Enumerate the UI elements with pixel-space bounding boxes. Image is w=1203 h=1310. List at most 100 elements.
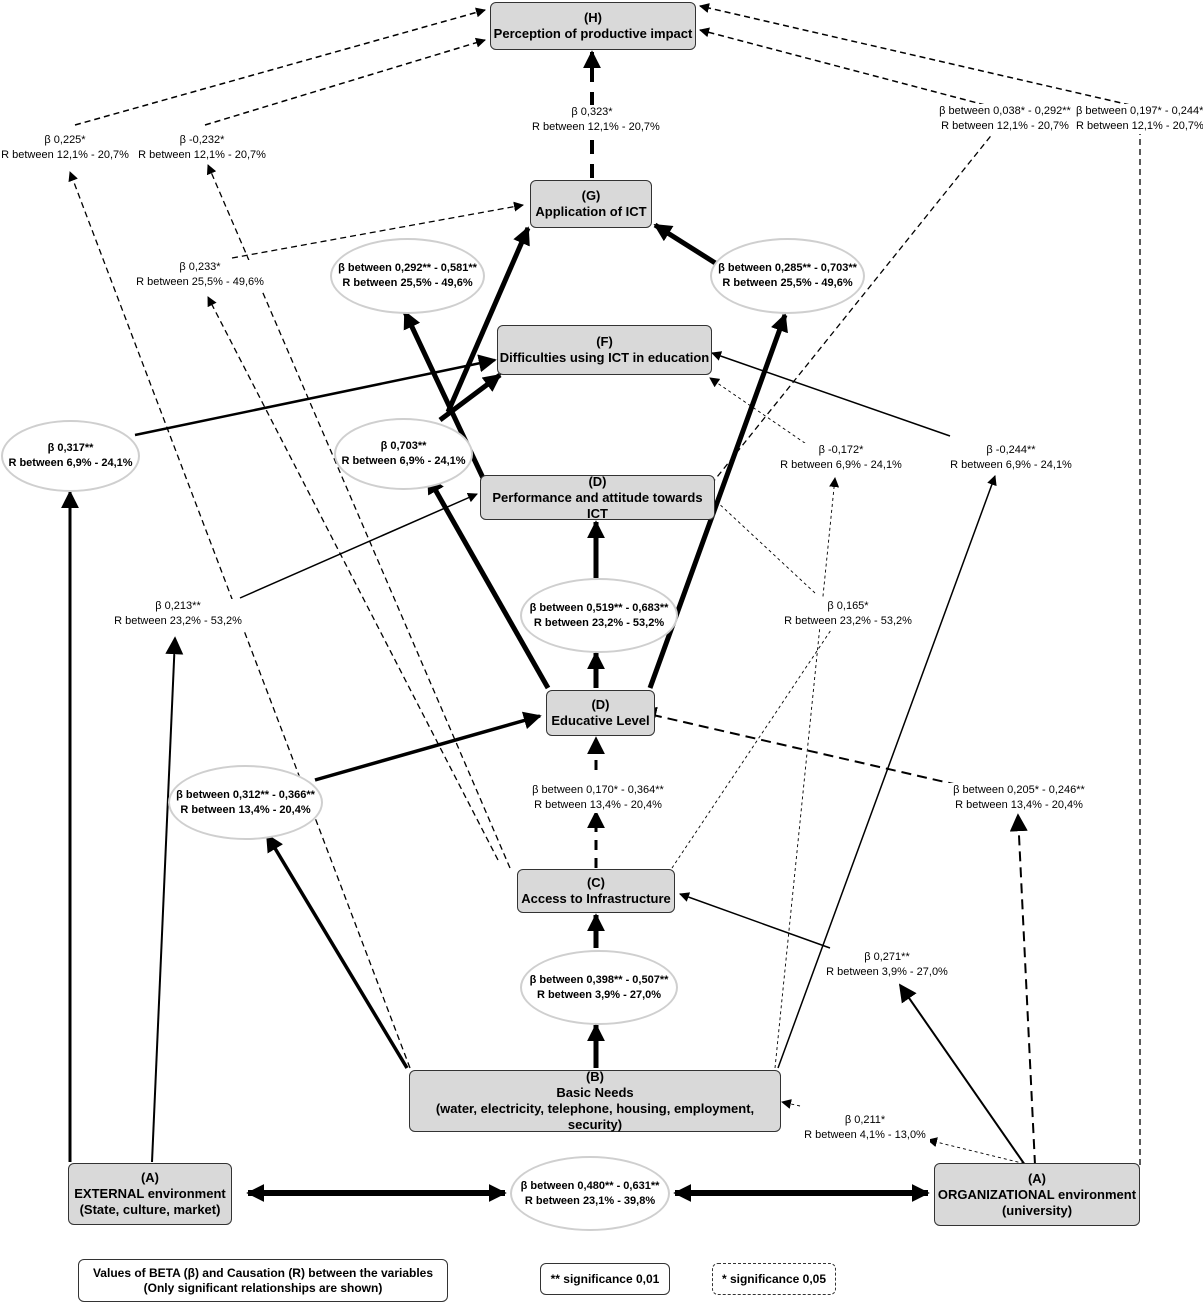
node-b-title: Basic Needs (556, 1085, 634, 1100)
label-d-ext-r: R between 23,2% - 53,2% (114, 615, 242, 627)
oval-f-left-r: R between 6,9% - 24,1% (8, 457, 133, 469)
label-d-ext: β 0,213** R between 23,2% - 53,2% (110, 599, 246, 629)
oval-g-right-r: R between 25,5% - 49,6% (722, 277, 853, 289)
arrow-c-to-g (207, 296, 499, 861)
label-h-org-beta: β between 0,197* - 0,244* (1076, 105, 1203, 117)
oval-env-beta: β between 0,480** - 0,631** (520, 1179, 660, 1192)
legend-line1: Values of BETA (β) and Causation (R) bet… (92, 1265, 434, 1280)
oval-perf-beta: β between 0,519** - 0,683** (529, 601, 669, 614)
label-g-c-beta: β 0,233* (179, 261, 221, 273)
arrow-label-to-b (781, 1099, 801, 1109)
label-h-org-r: R between 12,1% - 20,7% (1076, 120, 1203, 132)
arrow-g-right (653, 222, 722, 269)
oval-g-left-r: R between 25,5% - 49,6% (342, 277, 473, 289)
node-ae-code: (A) (140, 1170, 160, 1185)
oval-perf-r: R between 23,2% - 53,2% (533, 616, 665, 629)
label-d-ext-beta: β 0,213** (155, 600, 201, 612)
label-d-b: β 0,165* R between 23,2% - 53,2% (780, 599, 916, 629)
node-b-subtitle: (water, electricity, telephone, housing,… (435, 1101, 755, 1132)
oval-access-beta: β between 0,398** - 0,507** (529, 973, 669, 986)
oval-f-mid-beta: β 0,703** (380, 440, 427, 452)
oval-g-right-beta: β between 0,285** - 0,703** (718, 262, 857, 274)
arrow-org-to-c-label (898, 983, 1026, 1166)
oval-g-left: β between 0,292** - 0,581** R between 25… (330, 238, 485, 314)
arrow-d-to-f (438, 373, 502, 422)
node-ao-code: (A) (1027, 1170, 1047, 1186)
oval-edu-left-r: R between 13,4% - 20,4% (180, 803, 311, 816)
node-ao-subtitle: (university) (1001, 1202, 1073, 1218)
label-h-ext: β 0,225* R between 12,1% - 20,7% (0, 133, 130, 163)
legend-dashed-text: * significance 0,05 (721, 1271, 827, 1286)
node-h-perception: (H) Perception of productive impact (490, 2, 696, 50)
node-ae-subtitle: (State, culture, market) (79, 1202, 221, 1217)
oval-access: β between 0,398** - 0,507** R between 3,… (520, 950, 678, 1025)
oval-f-left-beta: β 0,317** (47, 442, 94, 454)
label-e-org-beta: β between 0,205* - 0,246** (953, 784, 1085, 796)
oval-environment: β between 0,480** - 0,631** R between 23… (510, 1156, 670, 1231)
label-b-org-r: R between 4,1% - 13,0% (804, 1129, 926, 1141)
node-d2-title: Educative Level (551, 713, 650, 728)
label-h-c: β -0,232* R between 12,1% - 20,7% (137, 133, 267, 163)
node-c-access: (C) Access to Infrastructure (517, 869, 675, 913)
arrow-ext-to-d (239, 493, 478, 599)
label-f-b: β -0,172* R between 6,9% - 24,1% (778, 443, 904, 473)
arrow-ext-to-d-label (151, 636, 184, 1163)
label-h-ext-beta: β 0,225* (44, 134, 86, 146)
oval-f-mid: β 0,703** R between 6,9% - 24,1% (334, 418, 473, 490)
arrow-label-to-f (709, 377, 816, 451)
node-d-educative-level: (D) Educative Level (546, 690, 655, 736)
node-f-title: Difficulties using ICT in education (499, 350, 710, 365)
label-d-b-beta: β 0,165* (827, 600, 869, 612)
label-e-c-r: R between 13,4% - 20,4% (534, 799, 662, 811)
node-ae-title: EXTERNAL environment (74, 1186, 226, 1201)
legend-explanation: Values of BETA (β) and Causation (R) bet… (78, 1259, 448, 1302)
arrow-ext-to-h (74, 7, 486, 126)
label-h-ext-r: R between 12,1% - 20,7% (1, 149, 129, 161)
label-b-org-beta: β 0,211* (844, 1114, 886, 1126)
label-h-c-beta: β -0,232* (179, 134, 225, 146)
arrow-c-to-h (206, 164, 511, 869)
node-g-title: Application of ICT (535, 204, 647, 219)
node-h-code: (H) (583, 10, 603, 25)
arrow-org-to-c (679, 892, 831, 949)
label-g-c: β 0,233* R between 25,5% - 49,6% (132, 260, 268, 290)
arrow-org-to-h (699, 3, 1131, 106)
label-g-c-r: R between 25,5% - 49,6% (136, 276, 264, 288)
label-f-b-beta: β -0,172* (818, 444, 864, 456)
legend-solid-text: ** significance 0,01 (550, 1271, 660, 1286)
oval-g-left-beta: β between 0,292** - 0,581** (338, 262, 477, 274)
label-h-c-r: R between 12,1% - 20,7% (138, 149, 266, 161)
arrow-b-to-e-left (265, 833, 409, 1069)
label-h-g-r: R between 12,1% - 20,7% (532, 121, 660, 133)
node-g-code: (G) (581, 188, 601, 203)
legend-solid: ** significance 0,01 (540, 1263, 670, 1295)
arrow-ext-to-e (314, 711, 542, 782)
label-h-d-beta: β between 0,038* - 0,292** (939, 105, 1071, 117)
arrow-b-to-f-right (777, 475, 997, 1069)
oval-env-r: R between 23,1% - 39,8% (524, 1194, 656, 1207)
oval-f-left: β 0,317** R between 6,9% - 24,1% (1, 420, 140, 492)
arrow-org-to-e-label (1009, 813, 1036, 1166)
node-f-code: (F) (596, 334, 613, 349)
label-h-g-beta: β 0,323* (571, 106, 613, 118)
arrow-org-to-f (711, 351, 951, 437)
arrow-label-to-d (714, 499, 816, 594)
label-e-c-beta: β between 0,170* - 0,364** (532, 784, 664, 796)
node-f-difficulties: (F) Difficulties using ICT in education (497, 325, 712, 375)
label-h-d: β between 0,038* - 0,292** R between 12,… (935, 104, 1075, 134)
label-f-b-r: R between 6,9% - 24,1% (780, 459, 902, 471)
label-f-org-r: R between 6,9% - 24,1% (950, 459, 1072, 471)
node-ao-title: ORGANIZATIONAL environment (937, 1186, 1137, 1202)
label-e-c: β between 0,170* - 0,364** R between 13,… (528, 783, 668, 813)
node-g-application: (G) Application of ICT (530, 180, 652, 228)
label-h-org: β between 0,197* - 0,244* R between 12,1… (1076, 104, 1203, 134)
label-e-org: β between 0,205* - 0,246** R between 13,… (944, 783, 1094, 813)
arrow-d-to-h (699, 27, 986, 106)
node-b-basic-needs: (B) Basic Needs (water, electricity, tel… (409, 1069, 781, 1132)
label-f-org: β -0,244** R between 6,9% - 24,1% (948, 443, 1074, 473)
label-e-org-r: R between 13,4% - 20,4% (955, 799, 1083, 811)
arrow-org-label-to-e (638, 706, 959, 786)
node-c-title: Access to Infrastructure (521, 891, 671, 906)
arrow-e-to-f-left (425, 475, 551, 690)
